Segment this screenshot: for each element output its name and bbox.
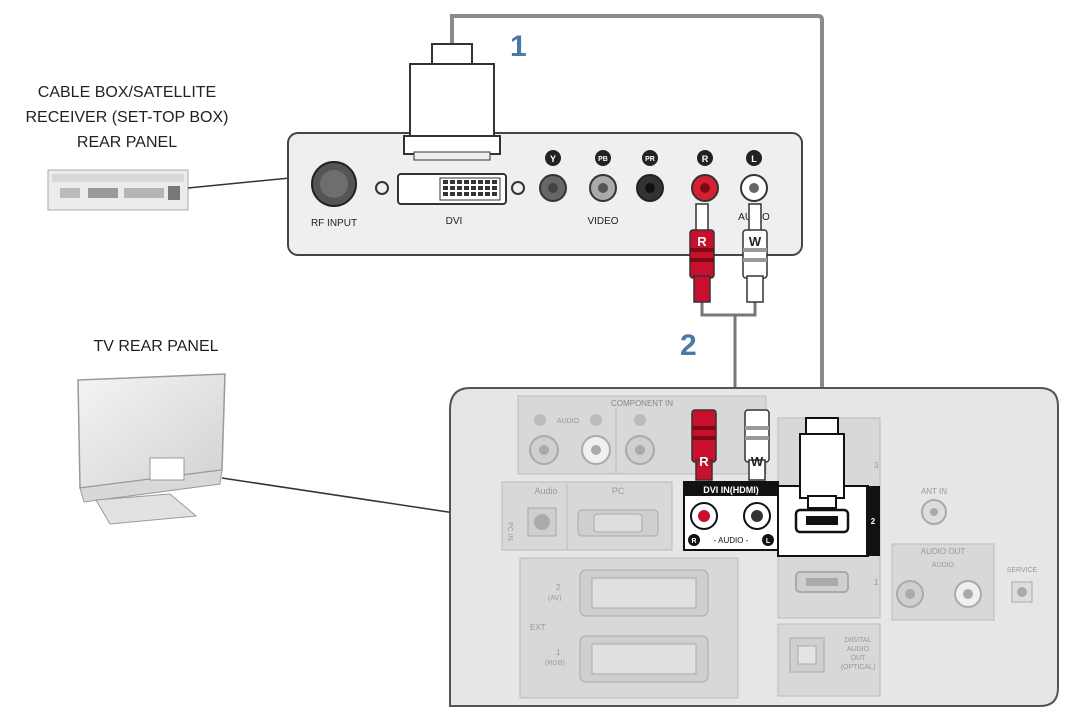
dvi-pin: [471, 186, 476, 190]
tv-thumbnail: [77, 373, 226, 525]
dvi-pin: [492, 186, 497, 190]
rca-plug-r-bottom: R: [691, 409, 717, 481]
dvi-pin: [464, 192, 469, 196]
component-in-label: COMPONENT IN: [611, 399, 673, 408]
y-jack: Y: [539, 150, 567, 202]
svg-text:Y: Y: [550, 154, 556, 164]
svg-text:Audio: Audio: [534, 486, 557, 496]
dvi-pin: [457, 186, 462, 190]
svg-text:1: 1: [556, 648, 561, 657]
svg-text:(OPTICAL): (OPTICAL): [841, 664, 876, 671]
svg-text:R: R: [697, 234, 707, 249]
stb-callout-line: [187, 177, 291, 189]
dvi-pin: [450, 192, 455, 196]
tv-rear-panel: COMPONENT IN AUDIO Audio PC PC IN EXT 2 …: [449, 387, 1059, 707]
cable-1-hdmi-dvi: [450, 14, 824, 420]
svg-text:PC: PC: [612, 486, 625, 496]
svg-text:PC IN: PC IN: [506, 522, 513, 541]
set-top-box-thumbnail: [47, 169, 189, 211]
tv-callout-line: [221, 477, 469, 516]
ant-in-label: ANT IN: [921, 487, 947, 496]
svg-text:AUDIO: AUDIO: [932, 562, 955, 569]
svg-text:2: 2: [556, 583, 561, 592]
pr-jack: PR: [636, 150, 664, 202]
dvi-pin: [450, 180, 455, 184]
svg-text:R: R: [699, 454, 709, 469]
svg-text:OUT: OUT: [851, 655, 867, 662]
step-1-number: 1: [510, 30, 527, 63]
dvi-pin: [485, 186, 490, 190]
pb-jack: PB: [589, 150, 617, 202]
dvi-in-hdmi-label: DVI IN(HDMI): [703, 485, 759, 495]
svg-text:W: W: [749, 234, 762, 249]
svg-text:(RGB): (RGB): [545, 660, 565, 667]
dvi-pin-grid: [443, 180, 497, 196]
svg-text:AUDIO OUT: AUDIO OUT: [921, 547, 966, 556]
tv-rear-panel-label: TV REAR PANEL: [93, 338, 219, 355]
svg-text:R: R: [691, 538, 696, 545]
dvi-pin: [464, 186, 469, 190]
svg-text:DIGITAL: DIGITAL: [845, 637, 872, 644]
dvi-pin: [471, 180, 476, 184]
rca-plug-r-top: R: [689, 203, 715, 303]
dvi-pin: [478, 186, 483, 190]
dvi-label: DVI: [446, 216, 463, 227]
dvi-pin: [464, 180, 469, 184]
audio-l-jack: L: [740, 150, 768, 202]
dvi-pin: [443, 192, 448, 196]
dvi-pin: [485, 180, 490, 184]
svg-text:1: 1: [874, 578, 879, 587]
dvi-pin: [478, 180, 483, 184]
svg-text:R: R: [702, 154, 709, 164]
hdmi-plug: [799, 417, 845, 509]
step-2-number: 2: [680, 329, 697, 362]
dvi-pin: [450, 186, 455, 190]
dvi-pin: [443, 186, 448, 190]
stb-rear-panel: RF INPUT DVI Y PB PR VIDEO: [287, 132, 803, 256]
service-label: SERVICE: [1007, 567, 1038, 574]
svg-text:(AV): (AV): [548, 595, 561, 602]
dvi-plug: [403, 43, 501, 161]
svg-text:EXT: EXT: [530, 623, 546, 632]
dvi-pin: [457, 192, 462, 196]
svg-text:PR: PR: [645, 156, 655, 163]
rf-input-label: RF INPUT: [311, 218, 357, 229]
dvi-pin: [471, 192, 476, 196]
dvi-pin: [478, 192, 483, 196]
video-label: VIDEO: [587, 216, 618, 227]
svg-text:- AUDIO -: - AUDIO -: [714, 536, 749, 545]
stb-rear-panel-label: CABLE BOX/SATELLITE RECEIVER (SET-TOP BO…: [25, 84, 229, 151]
dvi-pin: [492, 192, 497, 196]
svg-text:PB: PB: [598, 156, 608, 163]
dvi-pin: [492, 180, 497, 184]
audio-r-jack: R: [691, 150, 719, 202]
svg-text:L: L: [751, 154, 757, 164]
svg-text:W: W: [751, 454, 764, 469]
rca-plug-w-bottom: W: [744, 409, 770, 481]
dvi-pin: [457, 180, 462, 184]
svg-text:2: 2: [871, 517, 876, 526]
dvi-pin: [485, 192, 490, 196]
svg-text:AUDIO: AUDIO: [557, 418, 580, 425]
svg-text:3: 3: [874, 461, 879, 470]
rca-plug-w-top: W: [742, 203, 768, 303]
dvi-pin: [443, 180, 448, 184]
svg-text:AUDIO: AUDIO: [847, 646, 870, 653]
svg-text:L: L: [766, 538, 771, 545]
cable-2-audio: [700, 300, 757, 395]
